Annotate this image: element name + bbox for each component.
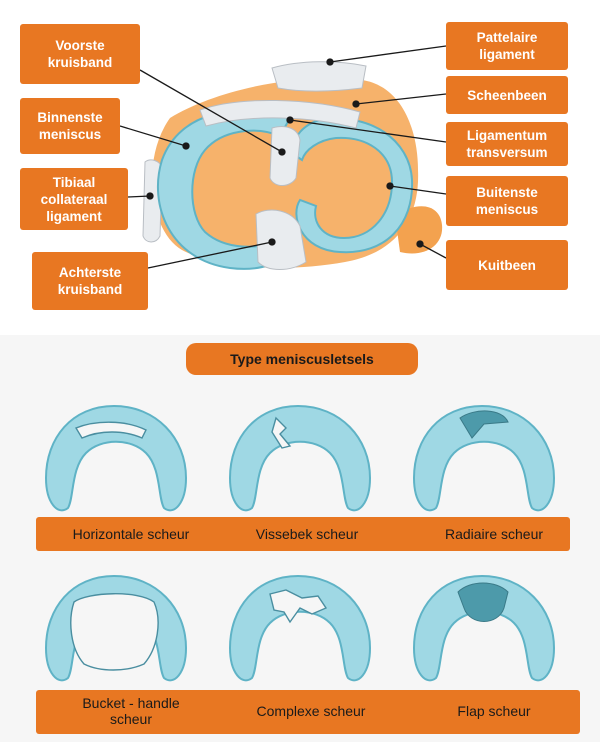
label-achterste-kruisband: Achterste kruisband [32, 252, 148, 310]
label-scheenbeen: Scheenbeen [446, 76, 568, 114]
caption-vissebek-scheur: Vissebek scheur [255, 526, 359, 542]
tear-complex [228, 574, 372, 682]
tear-types-title: Type meniscusletsels [186, 343, 418, 375]
label-binnenste-meniscus: Binnenste meniscus [20, 98, 120, 154]
patellar-ligament [271, 61, 367, 92]
tear-row2-bar: Bucket - handle scheur Complexe scheur F… [36, 690, 580, 734]
label-pattelaire-ligament: Pattelaire ligament [446, 22, 568, 70]
caption-radiaire-scheur: Radiaire scheur [444, 526, 544, 542]
caption-flap-scheur: Flap scheur [457, 703, 531, 719]
label-kuitbeen: Kuitbeen [446, 240, 568, 290]
tear-flap [412, 574, 556, 682]
caption-complexe-scheur: Complexe scheur [256, 703, 366, 719]
caption-bucket-handle-scheur: Bucket - handle scheur [82, 695, 180, 727]
tear-row1-bar: Horizontale scheur Vissebek scheur Radia… [36, 517, 570, 551]
label-ligamentum-transversum: Ligamentum transversum [446, 122, 568, 166]
lateral-meniscus [288, 117, 414, 254]
label-buitenste-meniscus: Buitenste meniscus [446, 176, 568, 226]
tear-horizontal [44, 404, 188, 512]
label-voorste-kruisband: Voorste kruisband [20, 24, 140, 84]
tear-radial [412, 404, 556, 512]
fibula-bone [395, 206, 443, 254]
tear-bucket-handle [44, 574, 188, 682]
caption-horizontale-scheur: Horizontale scheur [72, 526, 190, 542]
tear-fishmouth [228, 404, 372, 512]
label-tibiaal-collateraal-ligament: Tibiaal collateraal ligament [20, 168, 128, 230]
cruciate-ligament-posterior [255, 209, 307, 270]
transverse-ligament [199, 99, 361, 129]
cruciate-ligament-anterior [269, 126, 301, 186]
